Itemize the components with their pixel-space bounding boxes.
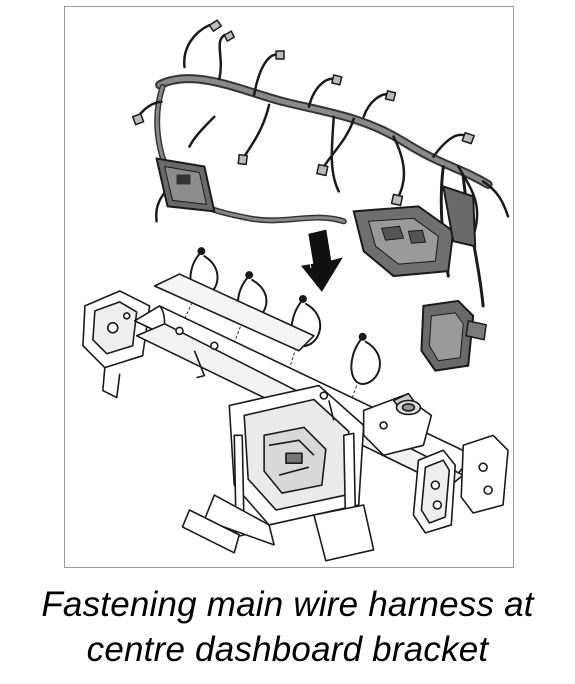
junction-box-right	[352, 184, 487, 372]
down-arrow-icon	[301, 229, 343, 292]
caption-line-1: Fastening main wire harness at	[41, 585, 534, 624]
figure-caption: Fastening main wire harness at centre da…	[0, 582, 575, 672]
diagram-illustration	[82, 19, 510, 562]
caption-line-2: centre dashboard bracket	[86, 630, 489, 669]
figure-frame	[64, 6, 514, 568]
main-wire-harness	[131, 19, 510, 308]
control-module-left	[155, 157, 216, 213]
dashboard-cross-beam	[82, 273, 509, 562]
